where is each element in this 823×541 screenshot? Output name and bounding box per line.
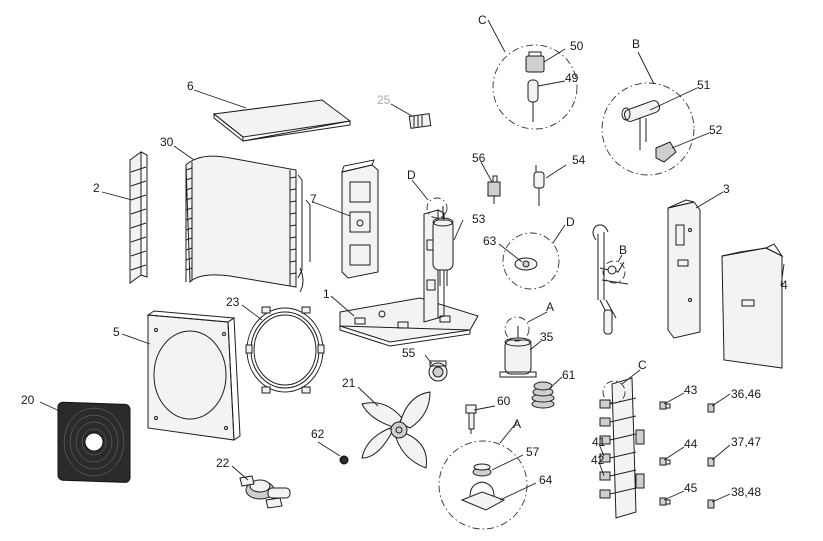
nut-62 (339, 455, 349, 465)
label-part-45: 45 (684, 481, 698, 495)
label-part-64: 64 (539, 473, 553, 487)
label-part-38-48: 38,48 (731, 485, 761, 499)
label-part-5: 5 (113, 325, 120, 339)
label-part-23: 23 (226, 295, 240, 309)
sensor-60 (465, 404, 477, 434)
fitting-38-48 (707, 499, 715, 509)
front-panel-5 (146, 310, 241, 441)
capacitor-55 (428, 360, 448, 382)
section-letter-d-detail: D (566, 215, 575, 229)
detail-circle-d-upper (411, 179, 448, 219)
label-part-41: 41 (592, 435, 606, 449)
detail-circle-b-top (601, 51, 695, 176)
accumulator-53 (432, 206, 454, 286)
detail-circle-a-lower (438, 421, 528, 530)
fan-grille-20 (57, 401, 131, 483)
section-letter-b-mid: B (619, 243, 627, 257)
label-part-63: 63 (483, 234, 497, 248)
label-part-61: 61 (562, 368, 576, 382)
piping-assembly (592, 224, 629, 335)
label-part-30: 30 (160, 135, 174, 149)
label-part-60: 60 (497, 394, 511, 408)
section-letter-c-lower: C (638, 358, 647, 372)
label-part-49: 49 (565, 71, 579, 85)
label-part-7: 7 (310, 192, 317, 206)
label-part-51: 51 (697, 78, 711, 92)
fan-blade-21 (361, 391, 431, 469)
detail-circle-d (502, 224, 566, 290)
label-part-20: 20 (21, 393, 35, 407)
fitting-36-46 (707, 403, 715, 413)
side-panel-3 (667, 199, 701, 339)
right-cover-4 (721, 243, 784, 369)
section-letter-b-top: B (632, 37, 640, 51)
label-part-3: 3 (723, 182, 730, 196)
leader-lines (39, 48, 785, 503)
detail-circle-c-top (487, 19, 578, 130)
part-labels: 1 2 3 4 5 6 7 20 21 22 23 25 30 35 36,46… (21, 39, 788, 499)
detail-circle-b-mid (602, 254, 626, 284)
valve-54 (533, 165, 545, 206)
top-cover-panel (212, 99, 352, 143)
valve-manifold (599, 377, 645, 519)
label-part-57: 57 (526, 445, 540, 459)
fan-shroud-23 (245, 306, 325, 394)
spring-61 (531, 381, 555, 409)
label-part-35: 35 (540, 330, 554, 344)
fitting-44 (659, 457, 671, 466)
compressor-35 (499, 326, 537, 378)
bracket-7 (341, 159, 379, 279)
detail-circle-c-lower (602, 369, 641, 404)
label-part-54: 54 (572, 153, 586, 167)
side-grille-2 (129, 151, 148, 284)
label-part-21: 21 (342, 376, 356, 390)
label-part-44: 44 (684, 437, 698, 451)
label-part-1: 1 (323, 287, 330, 301)
label-part-62: 62 (311, 427, 325, 441)
fitting-43 (659, 401, 671, 410)
section-letter-a-upper: A (546, 300, 554, 314)
fitting-37-47 (707, 457, 715, 467)
label-part-2: 2 (93, 181, 100, 195)
part-25-clip (408, 113, 432, 129)
label-part-43: 43 (684, 383, 698, 397)
section-letters: C B D D A B C A (407, 13, 647, 431)
label-part-52: 52 (709, 123, 723, 137)
label-part-42: 42 (591, 453, 605, 467)
coil-56 (487, 175, 501, 204)
label-part-36-46: 36,46 (731, 387, 761, 401)
fan-motor-22 (239, 475, 291, 509)
section-letter-c-top: C (478, 13, 487, 27)
condenser-coil-30 (185, 155, 311, 293)
section-letter-d-upper: D (407, 168, 416, 182)
label-part-25: 25 (377, 93, 391, 107)
label-part-53: 53 (472, 212, 486, 226)
label-part-6: 6 (187, 79, 194, 93)
section-letter-a-lower: A (513, 417, 521, 431)
label-part-4: 4 (781, 278, 788, 292)
label-part-37-47: 37,47 (731, 435, 761, 449)
detail-circle-a-upper (504, 311, 548, 342)
label-part-56: 56 (472, 151, 486, 165)
fitting-45 (659, 497, 671, 506)
label-part-50: 50 (570, 39, 584, 53)
label-part-55: 55 (402, 346, 416, 360)
label-part-22: 22 (216, 456, 230, 470)
